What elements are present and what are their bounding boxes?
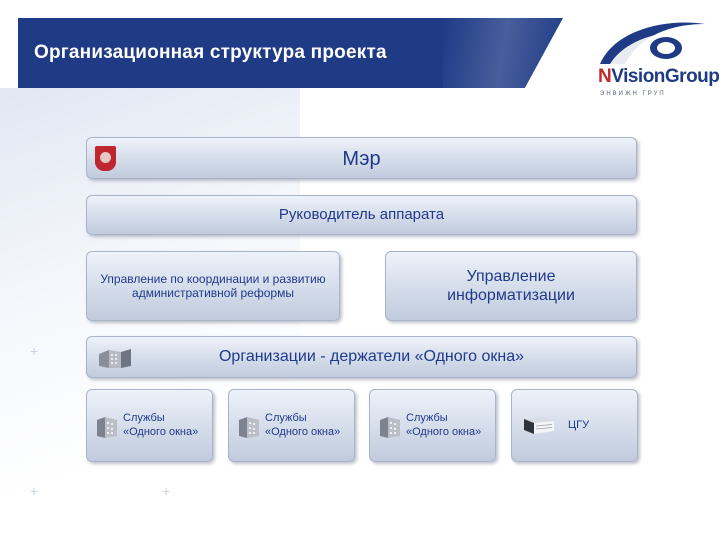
server-rack-icon xyxy=(524,417,554,434)
plus-decoration: + xyxy=(30,343,39,359)
service-box: Службы«Одного окна» xyxy=(86,389,213,462)
informatization-department-label: Управление информатизации xyxy=(447,267,575,304)
service-label: Службы«Одного окна» xyxy=(265,412,341,438)
logo-swoosh-icon xyxy=(600,22,705,64)
mayor-box: Мэр xyxy=(86,137,637,179)
logo-subtitle: ЭНВИЖН ГРУП xyxy=(600,91,666,97)
informatization-department-box: Управление информатизации xyxy=(385,251,637,321)
service-label: Службы«Одного окна» xyxy=(406,412,482,438)
organizations-box: Организации - держатели «Одного окна» xyxy=(86,336,637,378)
cgu-label: ЦГУ xyxy=(568,418,590,431)
plus-decoration: + xyxy=(30,483,39,499)
coordination-department-box: Управление по координации и развитию адм… xyxy=(86,251,340,321)
building-icon xyxy=(380,417,400,438)
service-label: Службы«Одного окна» xyxy=(123,412,199,438)
coordination-department-label: Управление по координации и развитию адм… xyxy=(100,271,326,300)
building-icon xyxy=(97,417,117,438)
service-box: Службы«Одного окна» xyxy=(369,389,496,462)
mayor-label: Мэр xyxy=(342,148,381,170)
organizations-label: Организации - держатели «Одного окна» xyxy=(218,348,525,366)
building-icon xyxy=(239,417,259,438)
logo-text: NVisionGroup xyxy=(598,66,720,87)
moscow-coat-of-arms-icon xyxy=(95,146,116,171)
cgu-box: ЦГУ xyxy=(511,389,638,462)
company-logo: NVisionGroup ЭНВИЖН ГРУП xyxy=(570,18,720,98)
page-title: Организационная структура проекта xyxy=(34,42,387,63)
plus-decoration: + xyxy=(162,483,171,499)
office-buildings-icon xyxy=(99,349,131,368)
head-of-apparatus-box: Руководитель аппарата xyxy=(86,195,637,235)
service-box: Службы«Одного окна» xyxy=(228,389,355,462)
head-of-apparatus-label: Руководитель аппарата xyxy=(278,206,445,223)
